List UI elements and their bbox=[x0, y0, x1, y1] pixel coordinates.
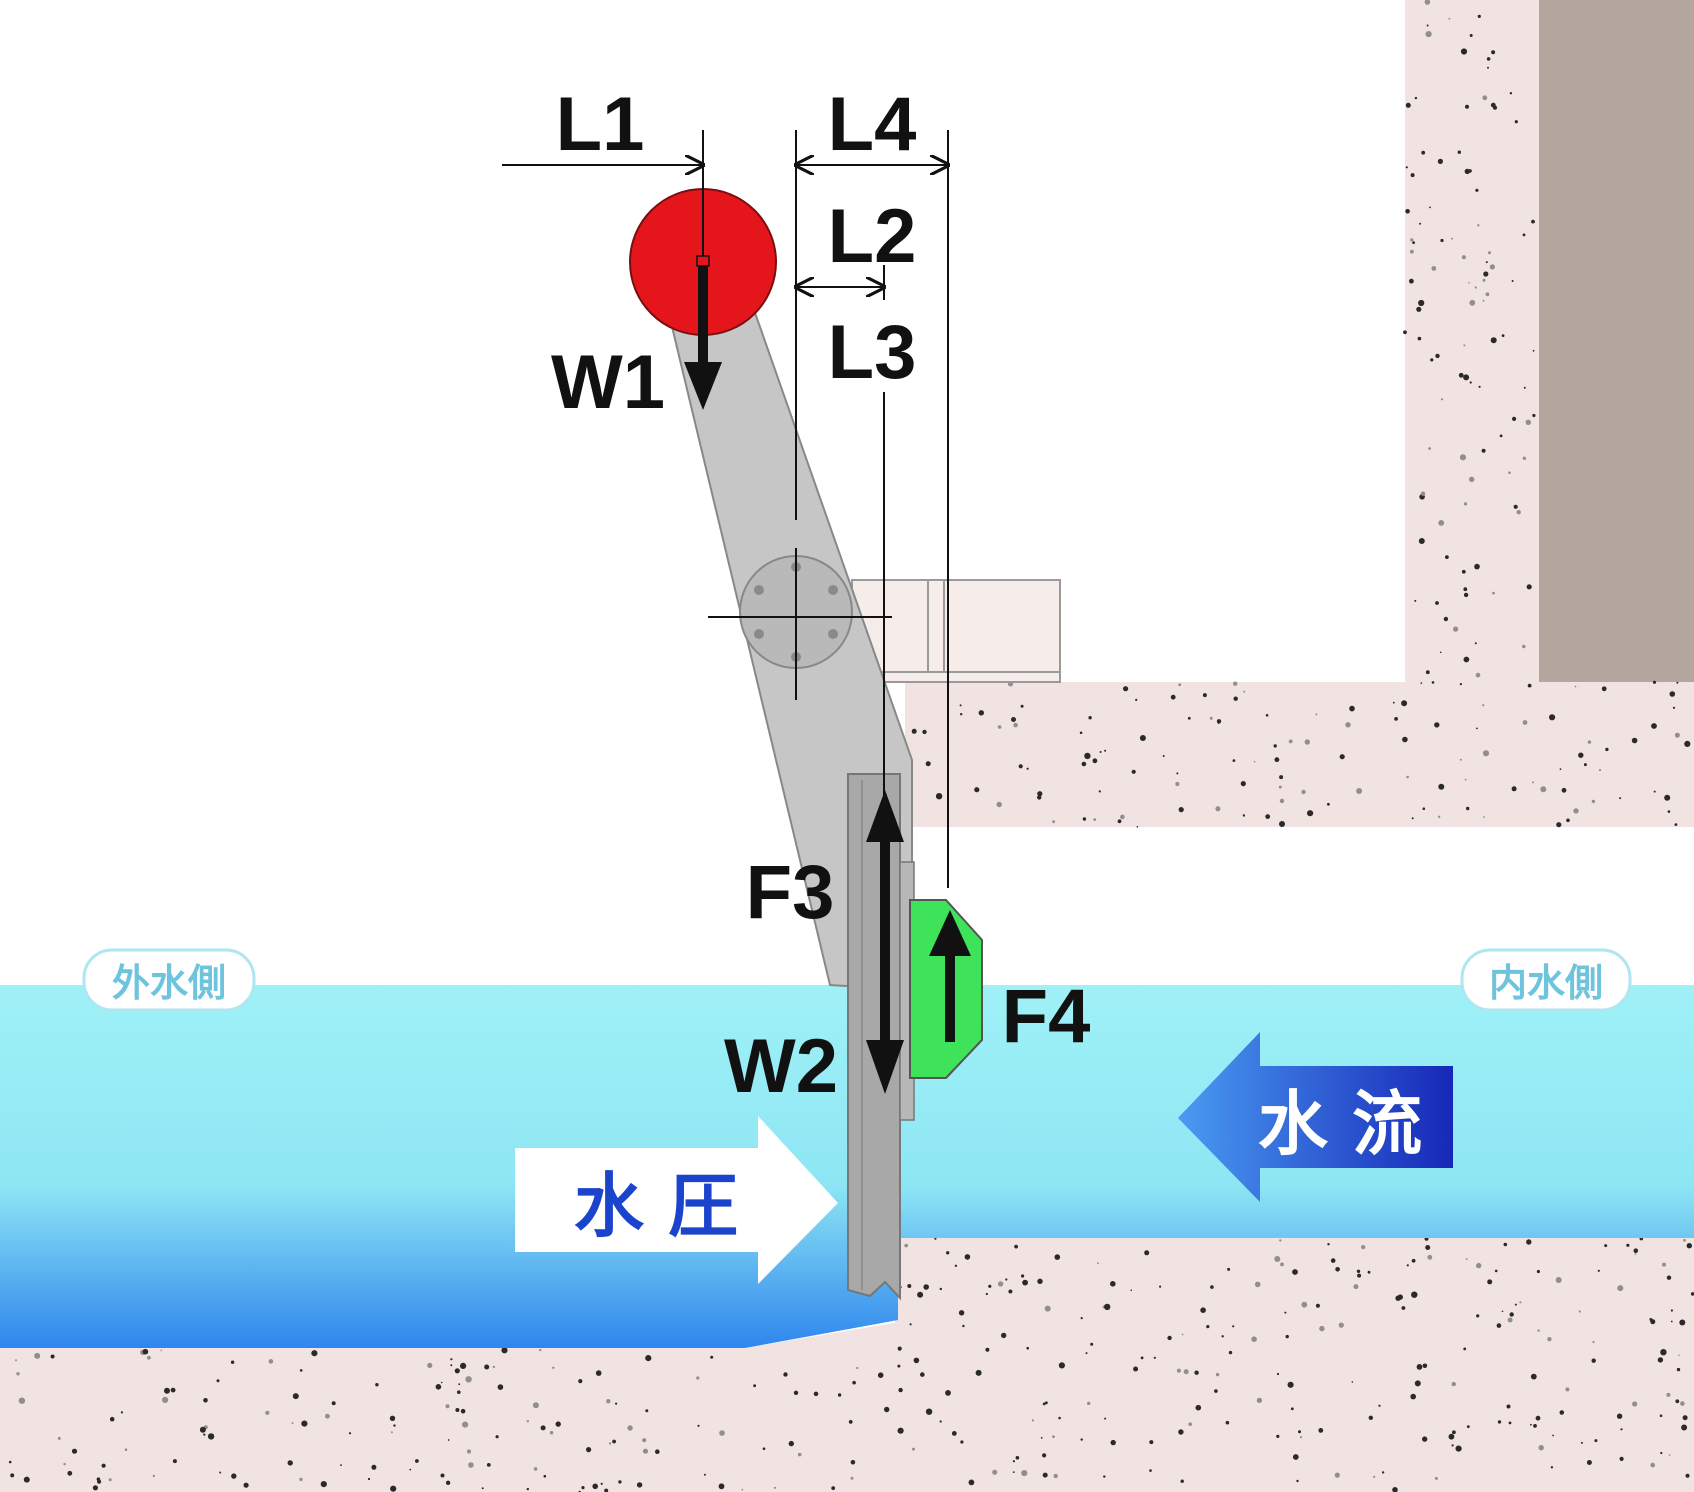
water-flow-arrow: 水 流 bbox=[1178, 1032, 1453, 1202]
label-w2: W2 bbox=[724, 1024, 838, 1109]
water-flow-label: 水 流 bbox=[1258, 1083, 1422, 1165]
hinge bbox=[708, 548, 892, 700]
water-pressure-arrow: 水 圧 bbox=[515, 1116, 838, 1284]
label-l2: L2 bbox=[828, 194, 917, 279]
dimension-lines bbox=[502, 130, 948, 888]
inner-side-badge: 内水側 bbox=[1460, 948, 1632, 1012]
dark-wall bbox=[1539, 0, 1694, 682]
concrete-texture bbox=[8, 0, 1694, 1492]
label-l3: L3 bbox=[828, 310, 917, 395]
label-l4: L4 bbox=[828, 82, 917, 167]
label-l1: L1 bbox=[556, 82, 645, 167]
outer-side-label: 外水側 bbox=[112, 961, 226, 1005]
force-arrows bbox=[684, 266, 971, 1094]
outer-side-badge: 外水側 bbox=[82, 948, 256, 1012]
label-w1: W1 bbox=[551, 340, 665, 425]
inner-side-label: 内水側 bbox=[1489, 961, 1603, 1005]
water-pressure-label: 水 圧 bbox=[574, 1165, 738, 1247]
label-f4: F4 bbox=[1002, 974, 1091, 1059]
label-f3: F3 bbox=[746, 850, 835, 935]
